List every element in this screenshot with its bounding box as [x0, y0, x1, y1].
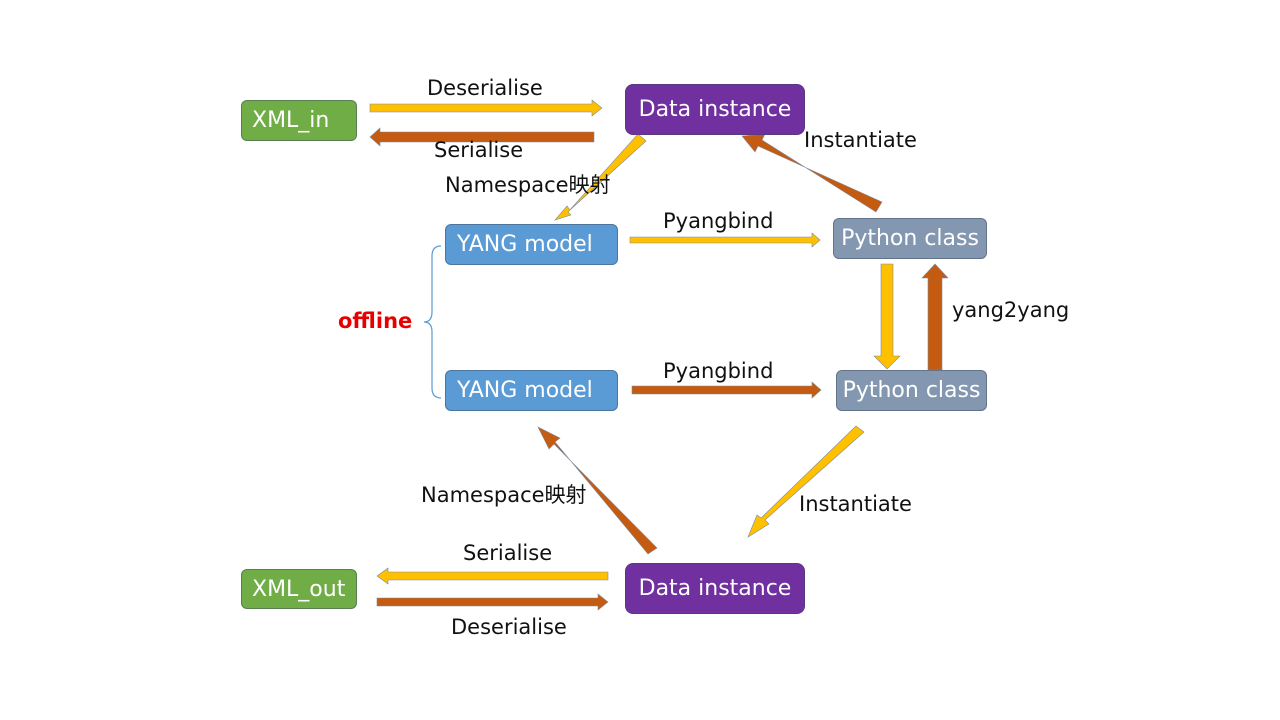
label-deserialise-bottom: Deserialise — [451, 615, 567, 639]
label-serialise-top: Serialise — [434, 138, 524, 162]
arrow-instantiate-top — [741, 133, 883, 213]
arrow-deserialise-bottom — [376, 593, 609, 611]
data-instance-bottom-node: Data instance — [625, 563, 805, 614]
label-instantiate-bottom: Instantiate — [799, 492, 912, 516]
label-namespace-top: Namespace映射 — [445, 173, 611, 197]
label-yang2yang: yang2yang — [952, 298, 1070, 322]
arrow-pyangbind-bottom — [631, 381, 822, 399]
label-pyangbind-bottom: Pyangbind — [663, 359, 774, 383]
python-class-bottom-node: Python class — [836, 370, 987, 411]
yang-model-top-node: YANG model — [445, 224, 618, 265]
arrow-instantiate-bottom — [747, 425, 865, 538]
arrow-yang2yang-up — [921, 263, 949, 371]
label-namespace-bottom: Namespace映射 — [421, 483, 587, 507]
yang-model-bottom-node: YANG model — [445, 370, 618, 411]
arrow-pyangbind-top — [629, 232, 821, 248]
label-pyangbind-top: Pyangbind — [663, 209, 774, 233]
arrow-serialise-top — [369, 127, 595, 147]
label-deserialise-top: Deserialise — [427, 76, 543, 100]
xml-out-node: XML_out — [241, 569, 357, 609]
label-offline: offline — [338, 309, 413, 333]
xml-in-node: XML_in — [241, 100, 357, 141]
offline-bracket — [423, 245, 442, 399]
label-serialise-bottom: Serialise — [463, 541, 553, 565]
arrow-namespace-top — [554, 133, 647, 221]
data-instance-top-node: Data instance — [625, 84, 805, 135]
arrow-deserialise-top — [369, 99, 603, 117]
arrow-namespace-bottom — [537, 426, 658, 555]
arrow-serialise-bottom — [376, 567, 609, 585]
python-class-top-node: Python class — [833, 218, 987, 259]
label-instantiate-top: Instantiate — [804, 128, 917, 152]
arrow-python-down — [873, 263, 901, 370]
